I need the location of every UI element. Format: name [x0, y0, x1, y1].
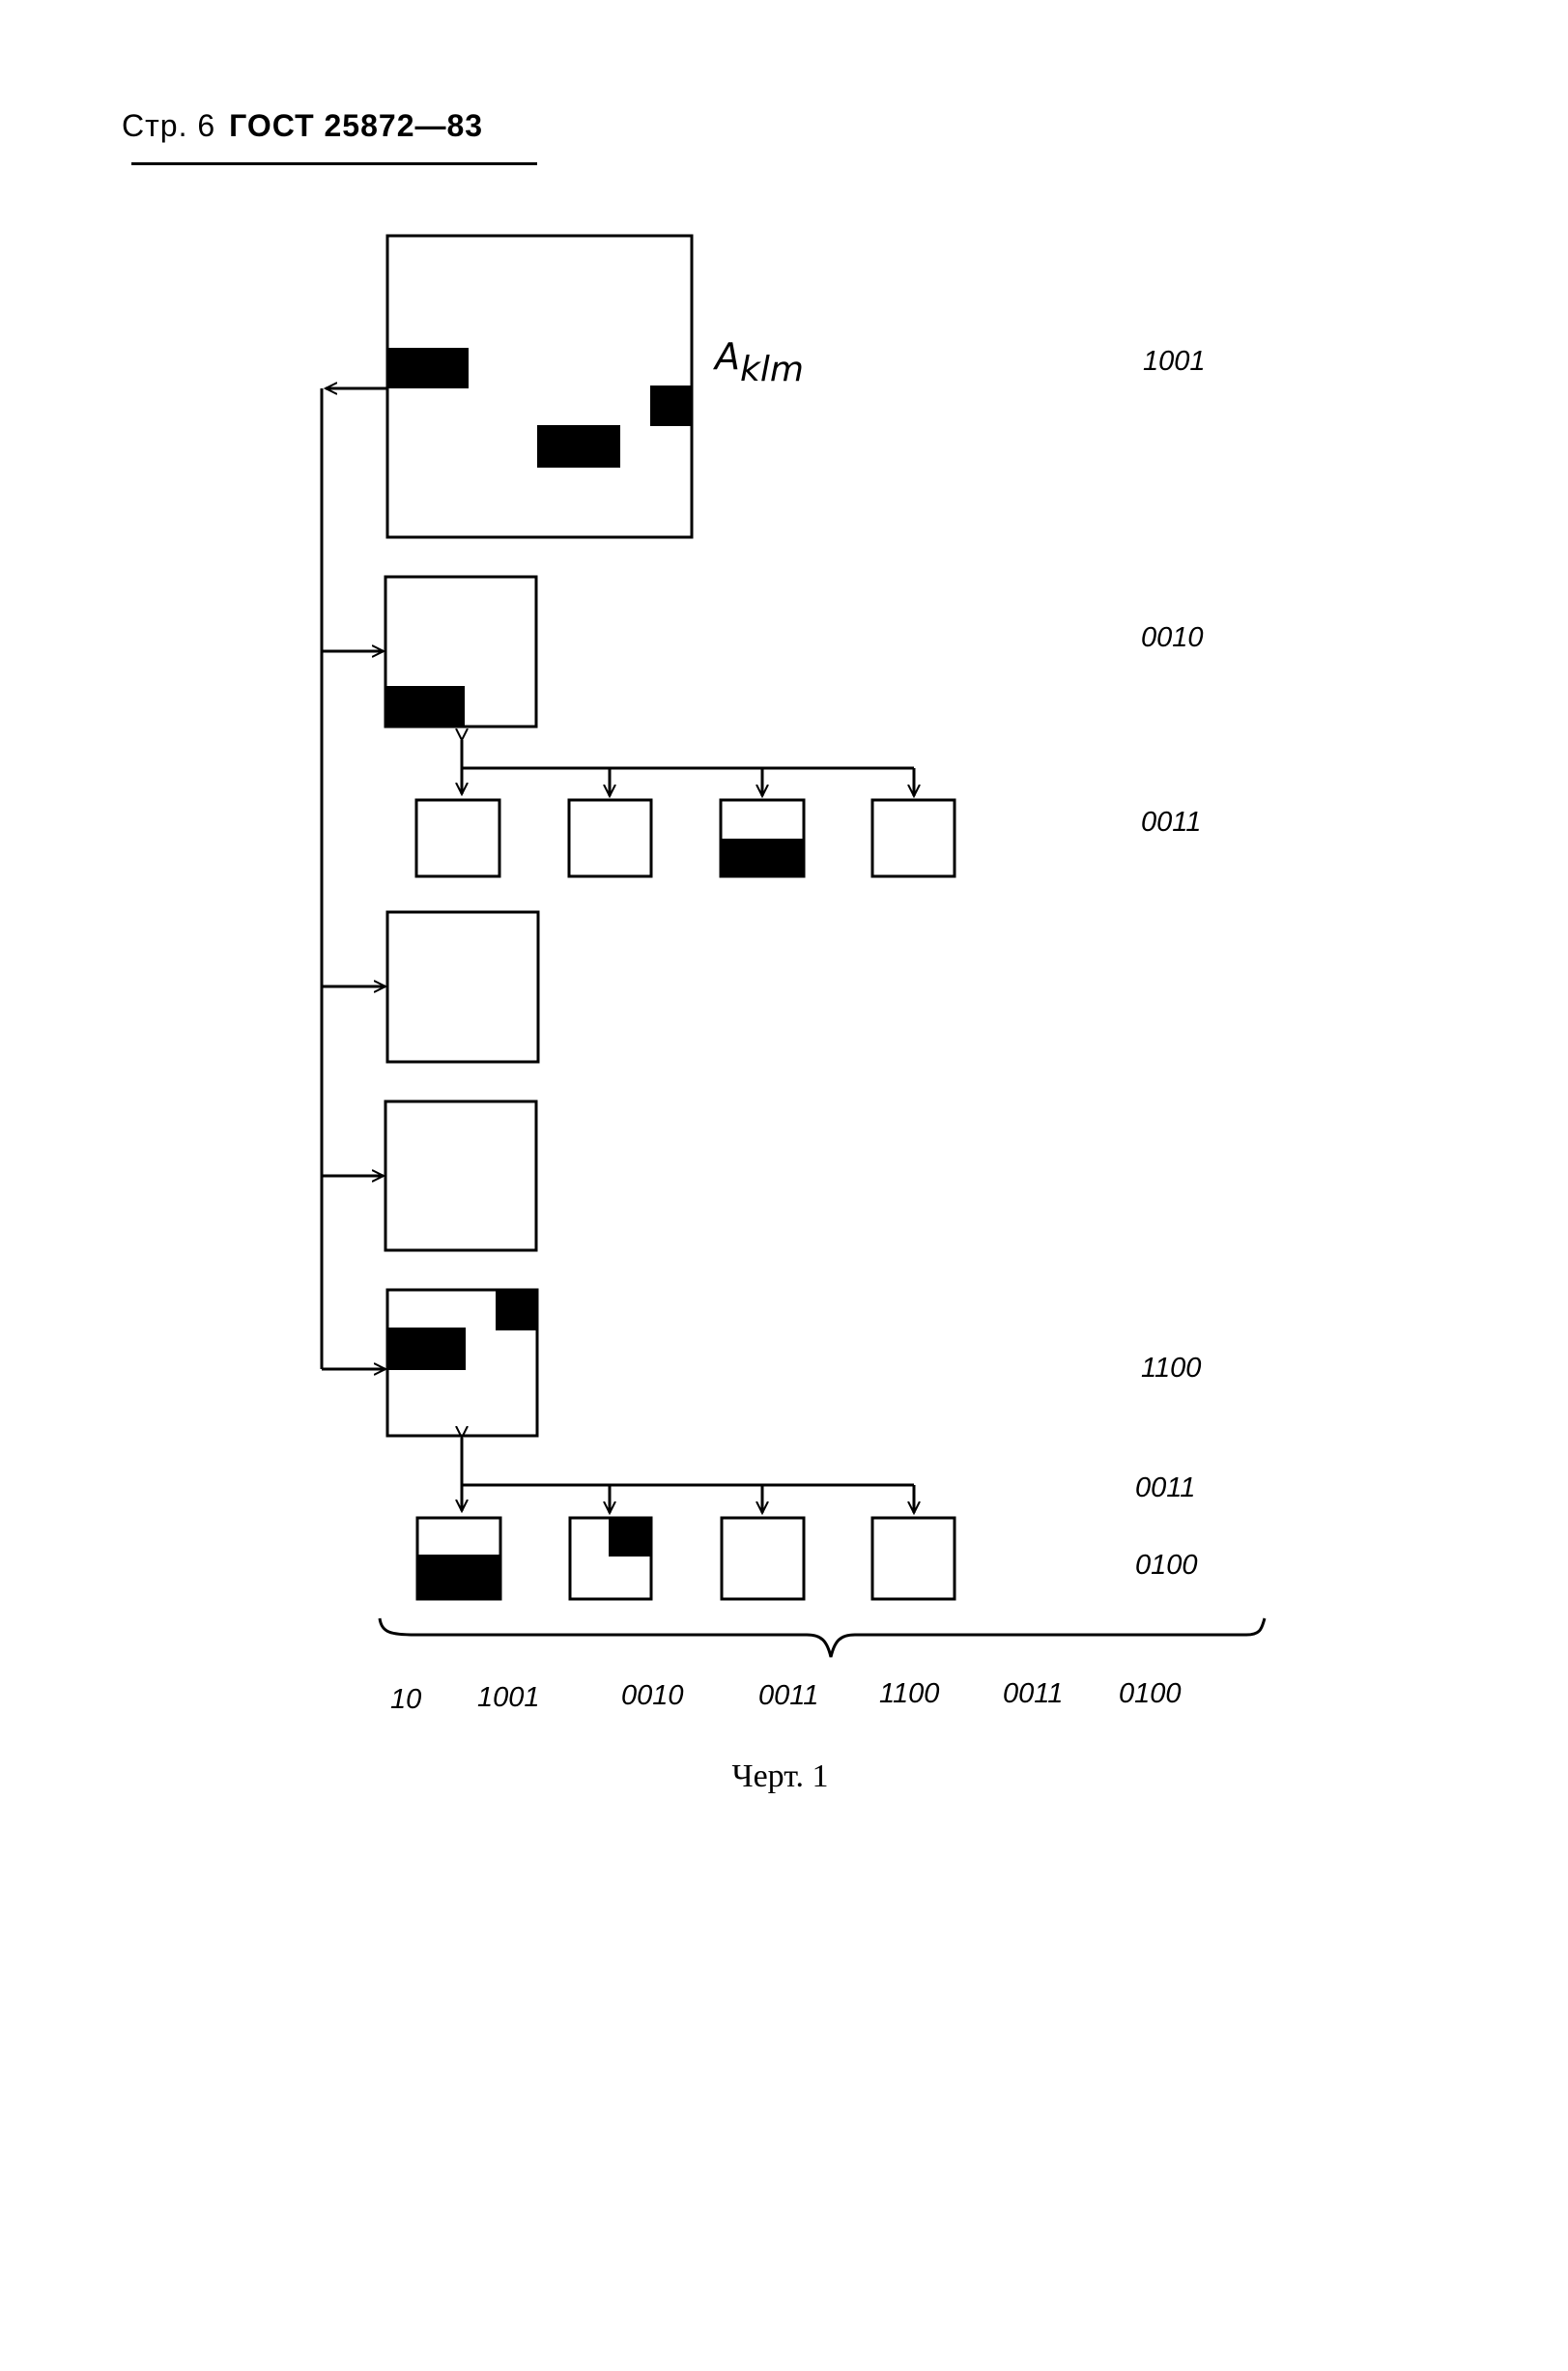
header-rule: [131, 162, 537, 165]
leaf-block: [870, 1516, 956, 1601]
sub-block-4: [385, 1288, 539, 1438]
row-code: 0011: [1135, 1472, 1195, 1503]
main-block: [385, 234, 694, 539]
bottom-code: 10: [390, 1684, 421, 1715]
row-code: 0011: [1141, 807, 1201, 838]
sub-block-3: [384, 1100, 538, 1252]
filled-cell: [609, 1518, 651, 1557]
bottom-code: 1100: [879, 1678, 939, 1709]
sub-block-1: [384, 575, 538, 728]
filled-cell: [417, 1555, 500, 1599]
bottom-code: 0011: [758, 1680, 818, 1711]
filled-cell: [537, 425, 620, 468]
figure-caption: Черт. 1: [0, 1758, 1568, 1795]
leaf-block: [720, 1516, 806, 1601]
filled-cell: [650, 386, 692, 426]
row-code: 1100: [1141, 1353, 1201, 1384]
row-code: 0100: [1135, 1550, 1198, 1581]
sub-block-2: [385, 910, 540, 1064]
brace: [378, 1617, 1267, 1658]
standard-number: ГОСТ 25872—83: [229, 108, 484, 143]
page-number: Стр. 6: [122, 108, 216, 143]
filled-cell: [496, 1290, 537, 1330]
block-label: Aklm: [712, 335, 804, 389]
filled-cell: [387, 348, 469, 388]
page-header: Стр. 6 ГОСТ 25872—83: [122, 108, 537, 165]
bottom-code: 0011: [1003, 1678, 1063, 1709]
bottom-code: 1001: [477, 1682, 540, 1713]
bottom-code: 0010: [621, 1680, 684, 1711]
leaf-row-1: [414, 798, 956, 878]
leaf-block: [414, 798, 501, 878]
leaf-block: [567, 798, 653, 878]
filled-cell: [387, 1328, 466, 1370]
row-code: 0010: [1141, 622, 1204, 653]
page-header-text: Стр. 6 ГОСТ 25872—83: [122, 108, 537, 144]
leaf-block: [870, 798, 956, 878]
figure-caption-text: Черт. 1: [731, 1758, 829, 1794]
filled-cell: [385, 686, 465, 727]
bottom-code: 0100: [1119, 1678, 1182, 1709]
leaf-row-2: [415, 1516, 956, 1601]
row-code: 1001: [1143, 346, 1206, 377]
filled-cell: [721, 839, 804, 876]
